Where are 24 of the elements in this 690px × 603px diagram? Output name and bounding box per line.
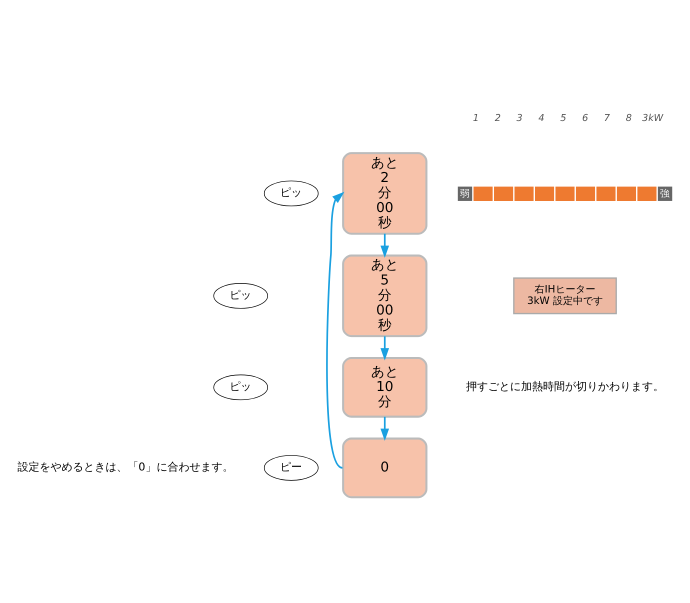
label: 設定をやめるときは、「0」に合わせます。 — [17, 460, 234, 474]
label: 5 — [560, 112, 566, 124]
arrow — [380, 416, 390, 440]
label: 押すごとに加熱時間が切りかわります。 — [466, 379, 664, 392]
node-box: 0 — [342, 437, 428, 498]
arrow — [380, 336, 390, 360]
node-box: あと 10 分 — [342, 356, 428, 418]
label: 7 — [604, 112, 610, 124]
node-box: 右IHヒーター 3kW 設定中です — [513, 276, 617, 314]
node-ellipse: ピッ — [213, 282, 268, 308]
arrow — [326, 191, 344, 468]
label: 6 — [582, 112, 588, 124]
node-ellipse: ピッ — [264, 180, 319, 206]
label: 1 — [472, 112, 479, 124]
node-ellipse: ピー — [264, 454, 319, 480]
node-box: あと 2 分 00 秒 — [342, 152, 428, 234]
node-box: あと 5 分 00 秒 — [342, 254, 428, 337]
label: 3 — [516, 112, 523, 124]
label: 3kW — [642, 112, 664, 124]
label: 2 — [494, 112, 501, 124]
node-ellipse: ピッ — [213, 374, 268, 400]
arrow — [380, 233, 390, 258]
label: 4 — [538, 112, 544, 124]
label: 8 — [626, 112, 632, 124]
